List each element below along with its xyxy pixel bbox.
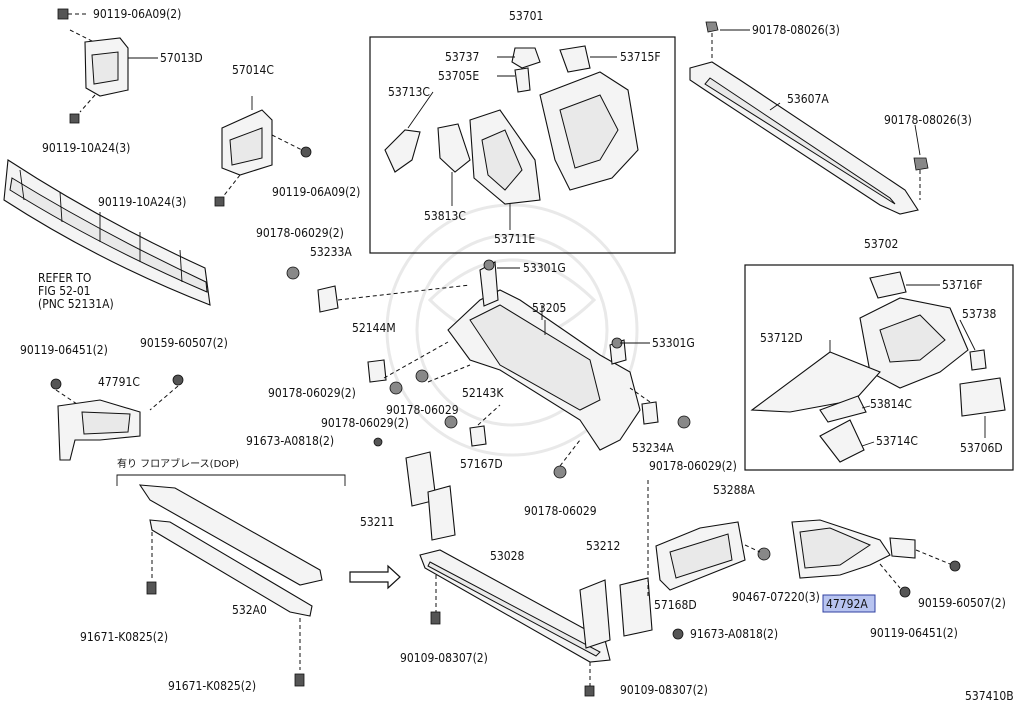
label-532A0: 532A0	[232, 603, 267, 617]
label-57013D: 57013D	[160, 51, 203, 65]
label-53607A: 53607A	[787, 92, 829, 106]
label-90178-06029: 90178-06029(2)	[268, 386, 356, 400]
label-53738: 53738	[962, 307, 996, 321]
label-91671-K0825: 91671-K0825(2)	[80, 630, 168, 644]
label-53212: 53212	[586, 539, 620, 553]
label-90178-08026: 90178-08026(3)	[884, 113, 972, 127]
label-91673-A0818: 91673-A0818(2)	[690, 627, 778, 641]
label-53737: 53737	[445, 50, 479, 64]
label-53288A: 53288A	[713, 483, 755, 497]
label-53301G: 53301G	[652, 336, 695, 350]
label-53301G: 53301G	[523, 261, 566, 275]
label-90467-07220: 90467-07220(3)	[732, 590, 820, 604]
label-53716F: 53716F	[942, 278, 983, 292]
label-52144M: 52144M	[352, 321, 396, 335]
parts-center-small	[367, 341, 691, 479]
label-53712D: 53712D	[760, 331, 803, 345]
floor-brace-inset	[116, 474, 346, 687]
label-53711E: 53711E	[494, 232, 535, 246]
label-53702: 53702	[864, 237, 898, 251]
label-57014C: 57014C	[232, 63, 274, 77]
inset-header: 有り フロアブレース(DOP)	[117, 457, 239, 470]
label-90119-06A09: 90119-06A09(2)	[93, 7, 181, 21]
label-53701: 53701	[509, 9, 543, 23]
label-90119-06A09: 90119-06A09(2)	[272, 185, 360, 199]
label-90109-08307: 90109-08307(2)	[400, 651, 488, 665]
part-labels: 90119-06A09(2) 57013D 90119-10A24(3) 570…	[20, 7, 1014, 703]
label-57167D: 57167D	[460, 457, 503, 471]
label-90178-08026: 90178-08026(3)	[752, 23, 840, 37]
label-90119-10A24: 90119-10A24(3)	[42, 141, 130, 155]
label-53211: 53211	[360, 515, 394, 529]
parts-53702	[750, 271, 1006, 463]
label-90178-06029: 90178-06029	[524, 504, 597, 518]
label-90178-06029: 90178-06029(2)	[256, 226, 344, 240]
label-53705E: 53705E	[438, 69, 479, 83]
refer-note-line-3: (PNC 52131A)	[38, 297, 114, 311]
label-90119-10A24: 90119-10A24(3)	[98, 195, 186, 209]
label-57168D: 57168D	[654, 598, 697, 612]
box-53702	[744, 264, 1014, 471]
label-90178-06029: 90178-06029(2)	[321, 416, 409, 430]
part-57013D	[57, 8, 158, 124]
label-90119-06451: 90119-06451(2)	[870, 626, 958, 640]
parts-53701	[384, 45, 639, 230]
label-47792A: 47792A	[826, 597, 868, 611]
part-47791C	[50, 374, 184, 461]
part-53288A	[647, 480, 771, 598]
label-53715F: 53715F	[620, 50, 661, 64]
label-53713C: 53713C	[388, 85, 430, 99]
label-53028: 53028	[490, 549, 524, 563]
label-53233A: 53233A	[310, 245, 352, 259]
refer-note-line-1: REFER TO	[38, 271, 91, 285]
part-57014C	[214, 96, 312, 207]
label-53205: 53205	[532, 301, 566, 315]
label-47791C: 47791C	[98, 375, 140, 389]
label-90178-06029: 90178-06029	[386, 403, 459, 417]
sheet-code: 537410B	[965, 689, 1014, 703]
label-53813C: 53813C	[424, 209, 466, 223]
label-90159-60507: 90159-60507(2)	[140, 336, 228, 350]
label-91671-K0825: 91671-K0825(2)	[168, 679, 256, 693]
refer-note-line-2: FIG 52-01	[38, 284, 91, 298]
label-53814C: 53814C	[870, 397, 912, 411]
label-91673-A0818: 91673-A0818(2)	[246, 434, 334, 448]
part-47792A	[791, 519, 961, 598]
part-53028	[405, 451, 684, 697]
label-90109-08307: 90109-08307(2)	[620, 683, 708, 697]
label-53706D: 53706D	[960, 441, 1003, 455]
label-53234A: 53234A	[632, 441, 674, 455]
part-53205	[286, 259, 650, 451]
box-53701	[369, 36, 676, 254]
label-90159-60507: 90159-60507(2)	[918, 596, 1006, 610]
label-90119-06451: 90119-06451(2)	[20, 343, 108, 357]
highlight-47792A	[822, 594, 876, 613]
label-52143K: 52143K	[462, 386, 504, 400]
direction-arrow	[349, 564, 401, 590]
bumper-reinforcement	[3, 159, 211, 306]
label-53714C: 53714C	[876, 434, 918, 448]
label-90178-06029: 90178-06029(2)	[649, 459, 737, 473]
part-53607A	[689, 21, 929, 215]
